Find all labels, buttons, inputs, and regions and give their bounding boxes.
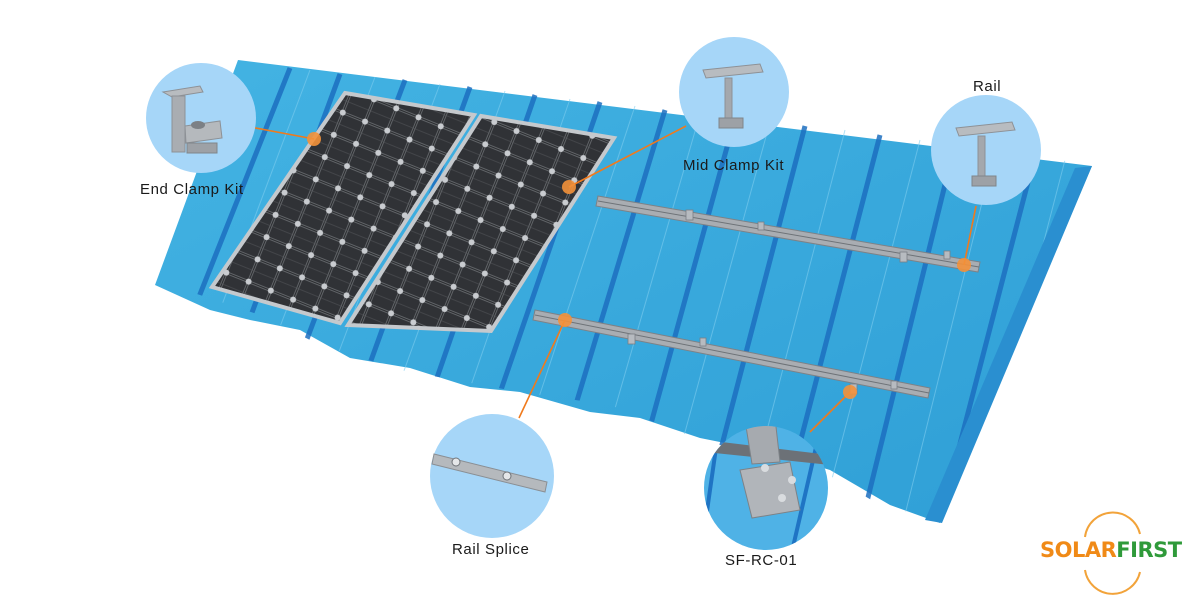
solar-panel-left [208,90,478,326]
bubble-rail-splice [430,414,554,538]
mid-clamp-icon [702,63,764,129]
logo-first-text: FIRST [1116,538,1182,562]
label-mid-clamp-kit: Mid Clamp Kit [683,157,785,174]
logo-wordmark: SOLARFIRST [1040,538,1182,562]
callout-lines [244,125,977,433]
label-rail-splice: Rail Splice [452,541,530,558]
callout-dots [307,132,971,399]
mounting-rails [532,195,981,399]
bubble-end-clamp-kit [146,63,256,173]
logo-solar-text: SOLAR [1040,538,1117,562]
end-clamp-icon [161,85,223,154]
label-rail: Rail [973,78,1002,95]
bubble-sf-rc-01 [704,426,828,550]
label-sf-rc-01: SF-RC-01 [725,552,798,569]
bubble-mid-clamp-kit [679,37,789,147]
rail-splice-icon [431,453,548,493]
solar-panels [208,90,618,334]
bubble-rail [931,95,1041,205]
solar-panel-right [344,113,618,334]
solarfirst-logo: SOLARFIRST [1040,522,1190,582]
logo-swoosh [1084,511,1141,595]
rail-clamp-icon [955,121,1016,187]
label-end-clamp-kit: End Clamp Kit [140,181,244,198]
